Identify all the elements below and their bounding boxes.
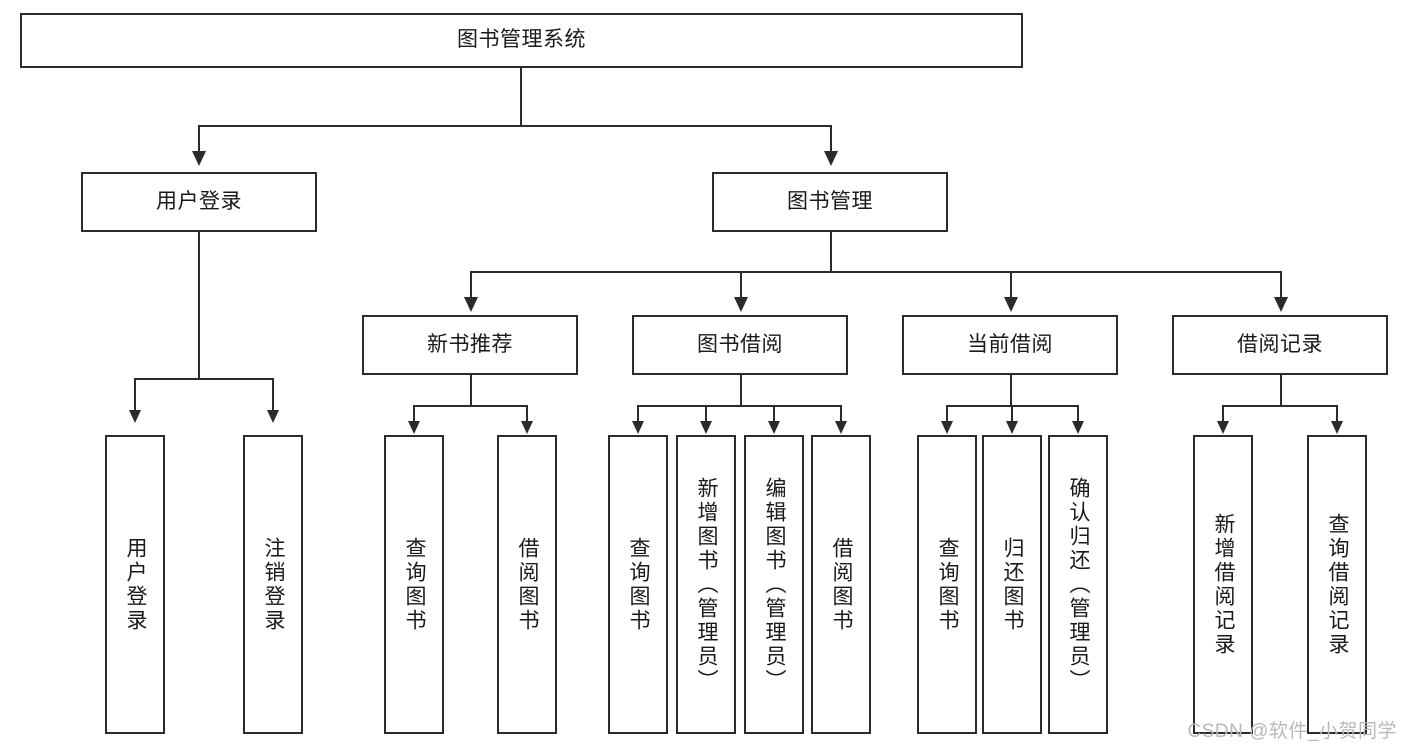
connector-nbr-child-2: [526, 405, 528, 421]
connector-user-login-bus: [134, 378, 274, 380]
leaf-br-search-record[interactable]: 查询借阅记录: [1307, 435, 1367, 734]
connector-bb-child-2: [705, 405, 707, 421]
arrow-br-child-1: [1217, 421, 1229, 434]
arrow-user-login-child-2: [267, 410, 279, 423]
arrow-br-child-2: [1331, 421, 1343, 434]
connector-cb-child-3: [1077, 405, 1079, 421]
node-label: 查询借阅记录: [1326, 512, 1350, 657]
node-book-management[interactable]: 图书管理: [712, 172, 948, 232]
arrow-bm-child-3: [1004, 297, 1018, 312]
node-user-login[interactable]: 用户登录: [81, 172, 317, 232]
node-label: 新书推荐: [427, 332, 513, 356]
connector-nbr-bus: [413, 405, 528, 407]
arrow-bm-child-4: [1274, 297, 1288, 312]
node-label: 编辑图书（管理员）: [763, 476, 787, 693]
connector-bm-child-4: [1280, 271, 1282, 297]
leaf-logout[interactable]: 注销登录: [243, 435, 303, 734]
connector-bm-child-3: [1010, 271, 1012, 297]
node-label: 用户登录: [156, 189, 242, 213]
connector-br-child-2: [1336, 405, 1338, 421]
arrow-nbr-child-2: [521, 421, 533, 434]
connector-bm-child-2: [740, 271, 742, 297]
arrow-user-login-child-1: [129, 410, 141, 423]
connector-cb-child-1: [946, 405, 948, 421]
leaf-nbr-search-book[interactable]: 查询图书: [384, 435, 444, 734]
leaf-cb-search-book[interactable]: 查询图书: [917, 435, 977, 734]
connector-book-management-bus: [470, 271, 1280, 273]
arrow-bb-child-4: [835, 421, 847, 434]
node-label: 新增图书（管理员）: [695, 476, 719, 693]
connector-cb-child-2: [1011, 405, 1013, 421]
node-label: 用户登录: [124, 536, 148, 633]
connector-root-stem: [520, 68, 522, 125]
node-label: 查询图书: [936, 536, 960, 633]
connector-root-to-book-management: [830, 125, 832, 151]
connector-br-child-1: [1222, 405, 1224, 421]
arrow-bm-child-2: [734, 297, 748, 312]
leaf-nbr-borrow-book[interactable]: 借阅图书: [497, 435, 557, 734]
connector-root-to-user-login: [198, 125, 200, 151]
node-label: 借阅图书: [830, 536, 854, 633]
connector-nbr-child-1: [413, 405, 415, 421]
connector-book-management-stem: [830, 232, 832, 271]
connector-bm-child-1: [470, 271, 472, 297]
node-new-book-recommend[interactable]: 新书推荐: [362, 315, 578, 375]
leaf-bb-borrow-book[interactable]: 借阅图书: [811, 435, 871, 734]
node-label: 当前借阅: [967, 332, 1053, 356]
leaf-cb-confirm-return-admin[interactable]: 确认归还（管理员）: [1048, 435, 1108, 734]
connector-nbr-stem: [470, 375, 472, 405]
connector-cb-stem: [1010, 375, 1012, 405]
node-root-book-management-system[interactable]: 图书管理系统: [20, 13, 1023, 68]
arrow-cb-child-2: [1006, 421, 1018, 434]
node-label: 查询图书: [627, 536, 651, 633]
connector-bb-child-1: [637, 405, 639, 421]
arrow-bm-child-1: [464, 297, 478, 312]
node-label: 借阅图书: [516, 536, 540, 633]
arrow-bb-child-2: [700, 421, 712, 434]
arrow-bb-child-3: [768, 421, 780, 434]
node-label: 图书借阅: [697, 332, 783, 356]
node-label: 注销登录: [262, 536, 286, 633]
node-label: 图书管理: [787, 189, 873, 213]
connector-user-login-child-2: [272, 378, 274, 410]
node-label: 借阅记录: [1237, 332, 1323, 356]
arrow-cb-child-3: [1072, 421, 1084, 434]
leaf-bb-search-book[interactable]: 查询图书: [608, 435, 668, 734]
arrow-bb-child-1: [632, 421, 644, 434]
connector-bb-child-3: [773, 405, 775, 421]
node-label: 图书管理系统: [457, 28, 586, 52]
arrow-nbr-child-1: [408, 421, 420, 434]
leaf-user-login[interactable]: 用户登录: [105, 435, 165, 734]
connector-br-bus: [1222, 405, 1338, 407]
node-label: 新增借阅记录: [1212, 512, 1236, 657]
node-borrow-record[interactable]: 借阅记录: [1172, 315, 1388, 375]
arrow-to-book-management: [824, 151, 838, 166]
leaf-bb-add-book-admin[interactable]: 新增图书（管理员）: [676, 435, 736, 734]
connector-bb-child-4: [840, 405, 842, 421]
arrow-cb-child-1: [941, 421, 953, 434]
node-label: 查询图书: [403, 536, 427, 633]
connector-user-login-child-1: [134, 378, 136, 410]
connector-bb-stem: [740, 375, 742, 405]
connector-bb-bus: [637, 405, 842, 407]
node-label: 确认归还（管理员）: [1067, 476, 1091, 693]
leaf-bb-edit-book-admin[interactable]: 编辑图书（管理员）: [744, 435, 804, 734]
connector-br-stem: [1280, 375, 1282, 405]
node-current-borrow[interactable]: 当前借阅: [902, 315, 1118, 375]
node-label: 归还图书: [1001, 536, 1025, 633]
leaf-br-add-record[interactable]: 新增借阅记录: [1193, 435, 1253, 734]
node-book-borrow[interactable]: 图书借阅: [632, 315, 848, 375]
leaf-cb-return-book[interactable]: 归还图书: [982, 435, 1042, 734]
connector-user-login-stem: [198, 232, 200, 378]
connector-root-bus: [198, 125, 832, 127]
arrow-to-user-login: [192, 151, 206, 166]
